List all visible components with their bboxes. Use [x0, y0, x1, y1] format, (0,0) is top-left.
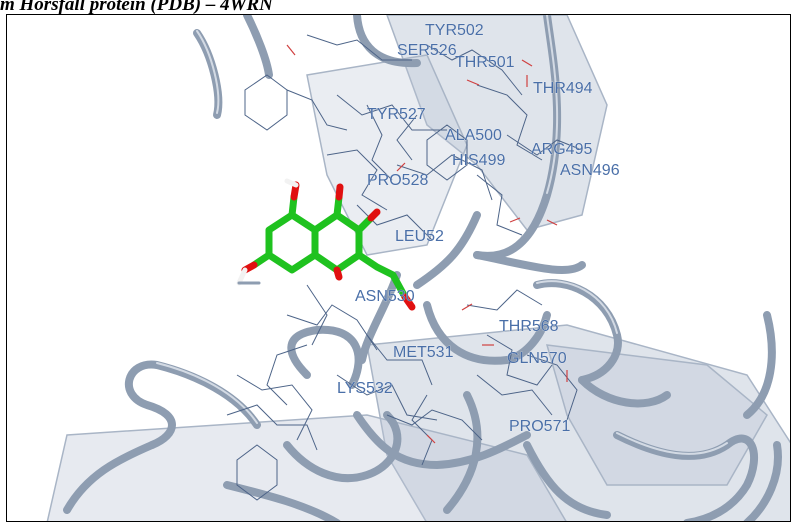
residue-label: LEU52	[395, 228, 444, 245]
residue-label: ALA500	[445, 127, 502, 144]
molecular-viewer[interactable]: TYR502 SER526 THR501 THR494 TYR527 ALA50…	[6, 14, 791, 522]
residue-label: GLN570	[507, 350, 567, 367]
residue-label: HIS499	[452, 152, 505, 169]
beta-sheets	[46, 15, 790, 521]
residue-label: SER526	[397, 42, 457, 59]
residue-label: MET531	[393, 344, 454, 361]
sidechain-oxygens	[286, 44, 568, 444]
residue-label: THR568	[499, 318, 559, 335]
residue-label: TYR527	[367, 106, 426, 123]
residue-label: PRO528	[367, 172, 428, 189]
residue-label: ASN530	[355, 288, 415, 305]
protein-render: TYR502 SER526 THR501 THR494 TYR527 ALA50…	[46, 15, 790, 521]
residue-label: LYS532	[337, 380, 393, 397]
residue-label: THR494	[533, 80, 593, 97]
residue-label: PRO571	[509, 418, 570, 435]
residue-label: TYR502	[425, 22, 484, 39]
residue-labels: TYR502 SER526 THR501 THR494 TYR527 ALA50…	[337, 22, 620, 436]
backbone-highlights	[156, 15, 728, 455]
residue-sidechains	[226, 34, 583, 501]
residue-label: ASN496	[560, 162, 620, 179]
residue-label: THR501	[455, 54, 515, 71]
residue-label: ARG495	[531, 141, 592, 158]
ligand-molecule	[236, 178, 416, 311]
figure-caption: m Horsfall protein (PDB) – 4WRN	[0, 0, 273, 15]
